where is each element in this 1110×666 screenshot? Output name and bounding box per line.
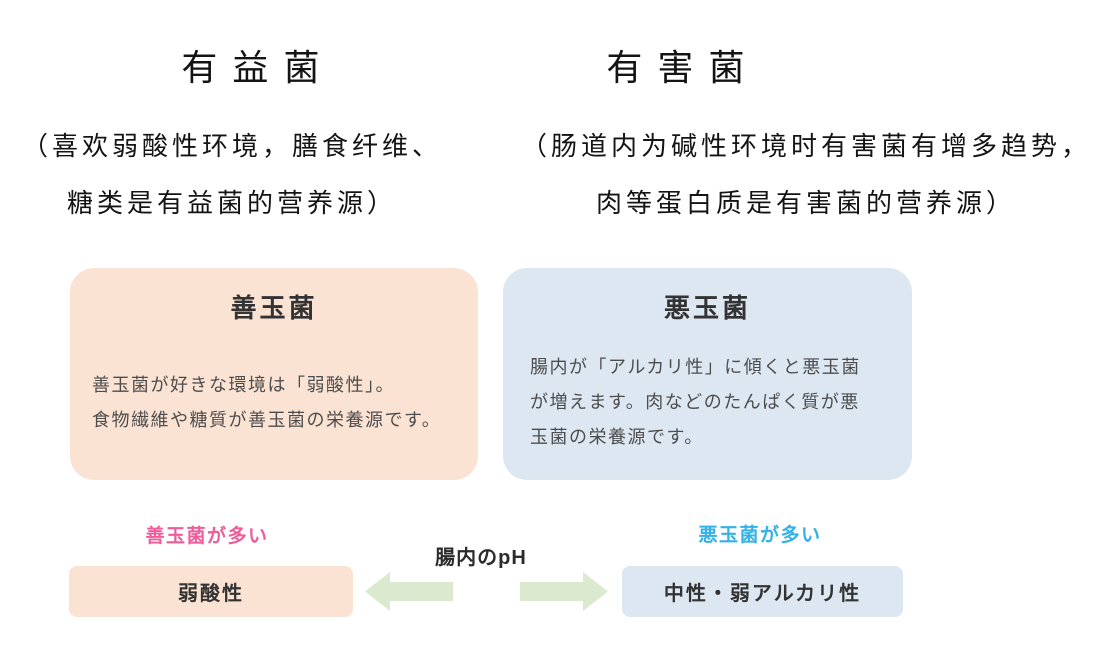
arrow-right-icon (520, 572, 608, 611)
beneficial-note-line-1: （喜欢弱酸性环境，膳食纤维、 (21, 132, 443, 161)
neutral-alkaline-box-label: 中性・弱アルカリ性 (663, 583, 862, 605)
bad-bacteria-card-title: 悪玉菌 (663, 293, 751, 323)
good-card-body-line-1: 善玉菌が好きな環境は「弱酸性」。 (92, 375, 395, 395)
arrow-left-icon (365, 572, 453, 611)
bad-card-body-line-2: が増えます。肉などのたんぱく質が悪 (530, 392, 860, 412)
bad-bacteria-card: 悪玉菌 腸内が「アルカリ性」に傾くと悪玉菌 が増えます。肉などのたんぱく質が悪 … (503, 268, 912, 480)
good-bacteria-card-title: 善玉菌 (230, 293, 318, 323)
beneficial-note-line-2: 糖类是有益菌的营养源） (66, 189, 398, 218)
harmful-bacteria-heading: 有害菌 (606, 48, 760, 88)
bad-card-body-line-3: 玉菌の栄養源です。 (530, 427, 704, 447)
beneficial-bacteria-heading: 有益菌 (181, 48, 335, 88)
weak-acidic-box-label: 弱酸性 (178, 583, 244, 605)
harmful-bacteria-note: （肠道内为碱性环境时有害菌有增多趋势， 肉等蛋白质是有害菌的营养源） (521, 118, 1091, 232)
harmful-note-line-1: （肠道内为碱性环境时有害菌有增多趋势， (520, 132, 1092, 161)
weak-acidic-box: 弱酸性 (69, 566, 353, 617)
neutral-alkaline-box: 中性・弱アルカリ性 (622, 566, 903, 617)
harmful-note-line-2: 肉等蛋白质是有害菌的营养源） (595, 189, 1017, 218)
bad-card-body-line-1: 腸内が「アルカリ性」に傾くと悪玉菌 (530, 357, 861, 377)
intestinal-ph-label: 腸内のpH (435, 547, 527, 569)
bad-bacteria-card-body: 腸内が「アルカリ性」に傾くと悪玉菌 が増えます。肉などのたんぱく質が悪 玉菌の栄… (530, 350, 912, 455)
bad-bacteria-count-label: 悪玉菌が多い (698, 525, 822, 546)
good-bacteria-card: 善玉菌 善玉菌が好きな環境は「弱酸性」。 食物繊維や糖質が善玉菌の栄養源です。 (70, 268, 478, 480)
good-bacteria-count-label: 善玉菌が多い (145, 526, 269, 547)
good-card-body-line-2: 食物繊維や糖質が善玉菌の栄養源です。 (92, 410, 442, 430)
good-bacteria-card-body: 善玉菌が好きな環境は「弱酸性」。 食物繊維や糖質が善玉菌の栄養源です。 (92, 368, 478, 438)
beneficial-bacteria-note: （喜欢弱酸性环境，膳食纤维、 糖类是有益菌的营养源） (22, 118, 442, 232)
